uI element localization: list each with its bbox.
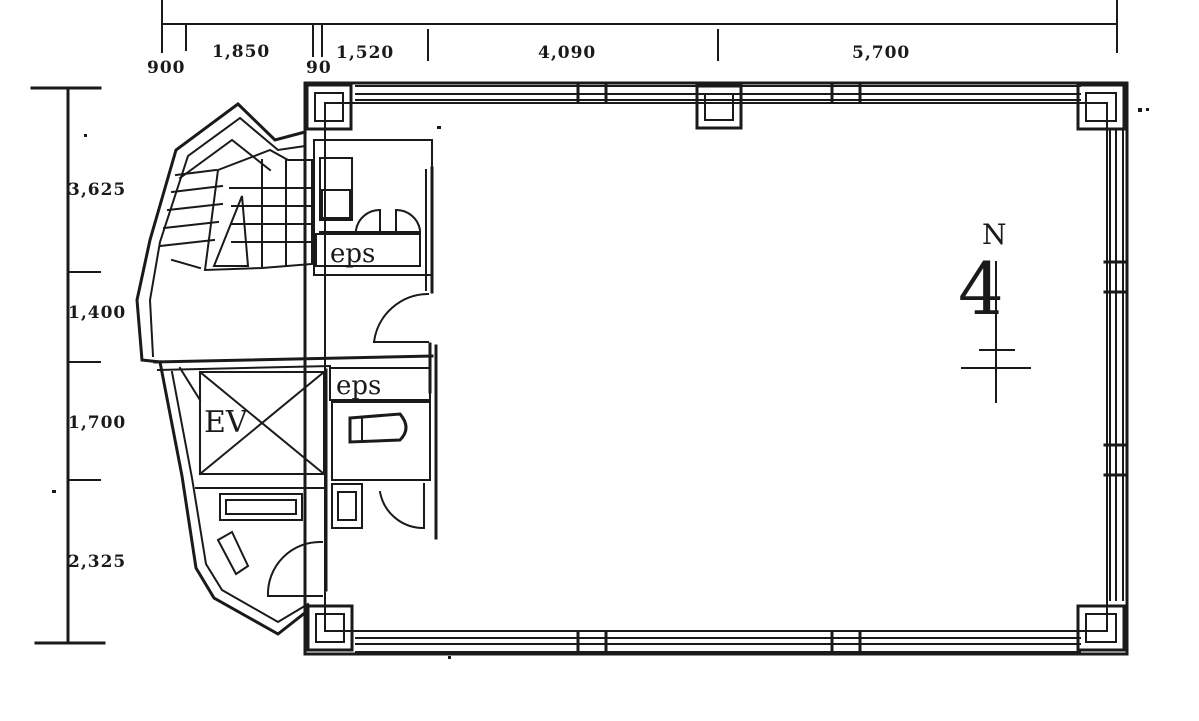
window-mullions	[576, 83, 1127, 654]
floor-label: 4	[958, 247, 1004, 331]
dim-top-900: 900	[147, 58, 186, 78]
dim-left-1700: 1,700	[68, 413, 126, 433]
elevator-shaft: EV	[153, 354, 434, 476]
left-dimension-line	[30, 86, 106, 645]
dim-left-2325: 2,325	[68, 552, 126, 572]
eps-lower-label: eps	[336, 371, 381, 401]
eps-lower: eps	[329, 344, 438, 540]
floor-number: 4	[958, 247, 1004, 331]
eps-upper-label: eps	[330, 239, 375, 269]
structural-columns	[305, 83, 1126, 652]
dim-top-1520: 1,520	[336, 43, 394, 63]
dim-left-3625: 3,625	[68, 180, 126, 200]
top-dimension-line	[161, 0, 1118, 61]
dim-top-4090: 4,090	[538, 43, 596, 63]
north-arrow: N	[961, 218, 1031, 403]
service-room	[158, 360, 328, 636]
scan-marks	[52, 108, 1149, 659]
dim-top-1850: 1,850	[212, 42, 270, 62]
stair-core	[135, 102, 313, 364]
corridor-door	[372, 292, 432, 394]
dim-top-90: 90	[306, 58, 332, 78]
elevator-label: EV	[204, 405, 249, 440]
dim-left-1400: 1,400	[68, 303, 126, 323]
top-dimension-labels: 900 1,850 90 1,520 4,090 5,700	[147, 42, 910, 78]
dim-top-5700: 5,700	[852, 43, 910, 63]
north-label: N	[982, 218, 1007, 251]
left-dimension-labels: 3,625 1,400 1,700 2,325	[68, 180, 126, 572]
eps-upper: eps	[313, 139, 434, 294]
wc-area	[331, 483, 426, 530]
exterior-wall	[303, 81, 1129, 656]
